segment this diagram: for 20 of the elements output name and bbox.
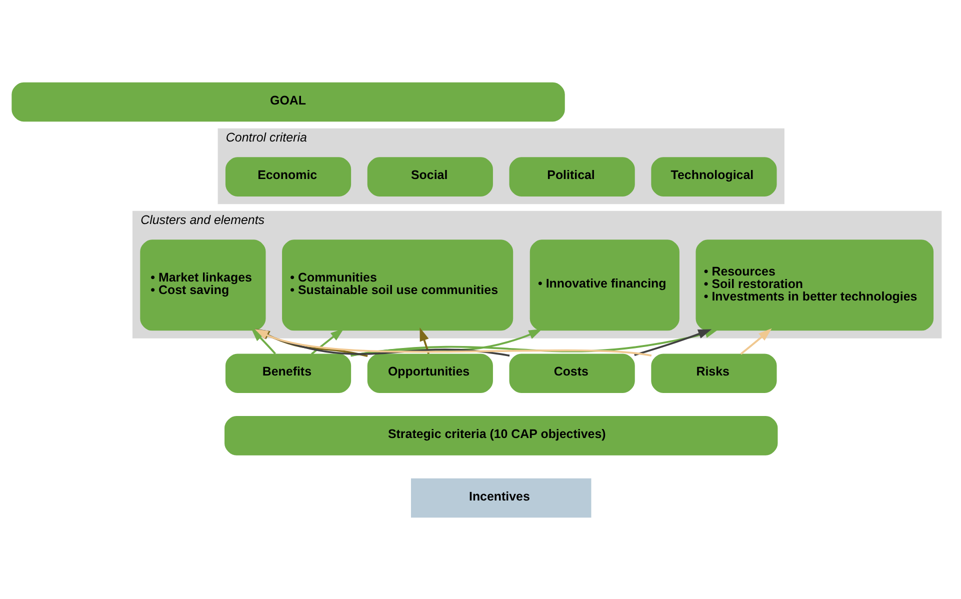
arrow <box>420 327 430 354</box>
node-box: • Communities • Sustainable soil use communities <box>282 239 514 330</box>
node-box: Opportunities <box>367 353 493 392</box>
node-box: Benefits <box>225 353 352 392</box>
node-box: Strategic criteria (10 CAP objectives) <box>224 416 778 455</box>
node-box: Political <box>509 156 635 196</box>
node-box: • Resources • Soil restoration • Investments in better technologies <box>696 239 934 330</box>
arrow <box>634 328 712 356</box>
node-box: Economic <box>225 156 352 196</box>
arrow <box>350 328 542 356</box>
node-box: • Market linkages • Cost saving <box>140 239 266 330</box>
node-box: Social <box>367 156 493 196</box>
node-box: • Innovative financing <box>530 239 680 330</box>
arrow <box>740 328 772 354</box>
node-box: Incentives <box>410 478 592 518</box>
node-box: Technological <box>651 156 777 196</box>
node-box: GOAL <box>12 82 565 122</box>
node-box: Risks <box>651 353 777 392</box>
arrow <box>311 328 344 354</box>
node-box: Costs <box>509 353 635 392</box>
